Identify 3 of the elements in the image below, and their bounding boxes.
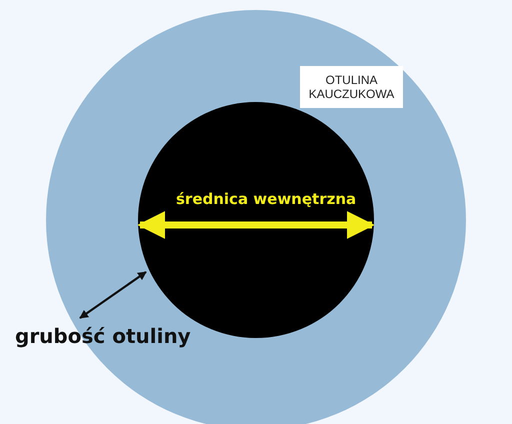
- dimension-label: grubość otuliny: [15, 324, 191, 348]
- dimension-label: średnica wewnętrzna: [176, 190, 356, 208]
- material-label: OTULINA KAUCZUKOWA: [300, 66, 403, 108]
